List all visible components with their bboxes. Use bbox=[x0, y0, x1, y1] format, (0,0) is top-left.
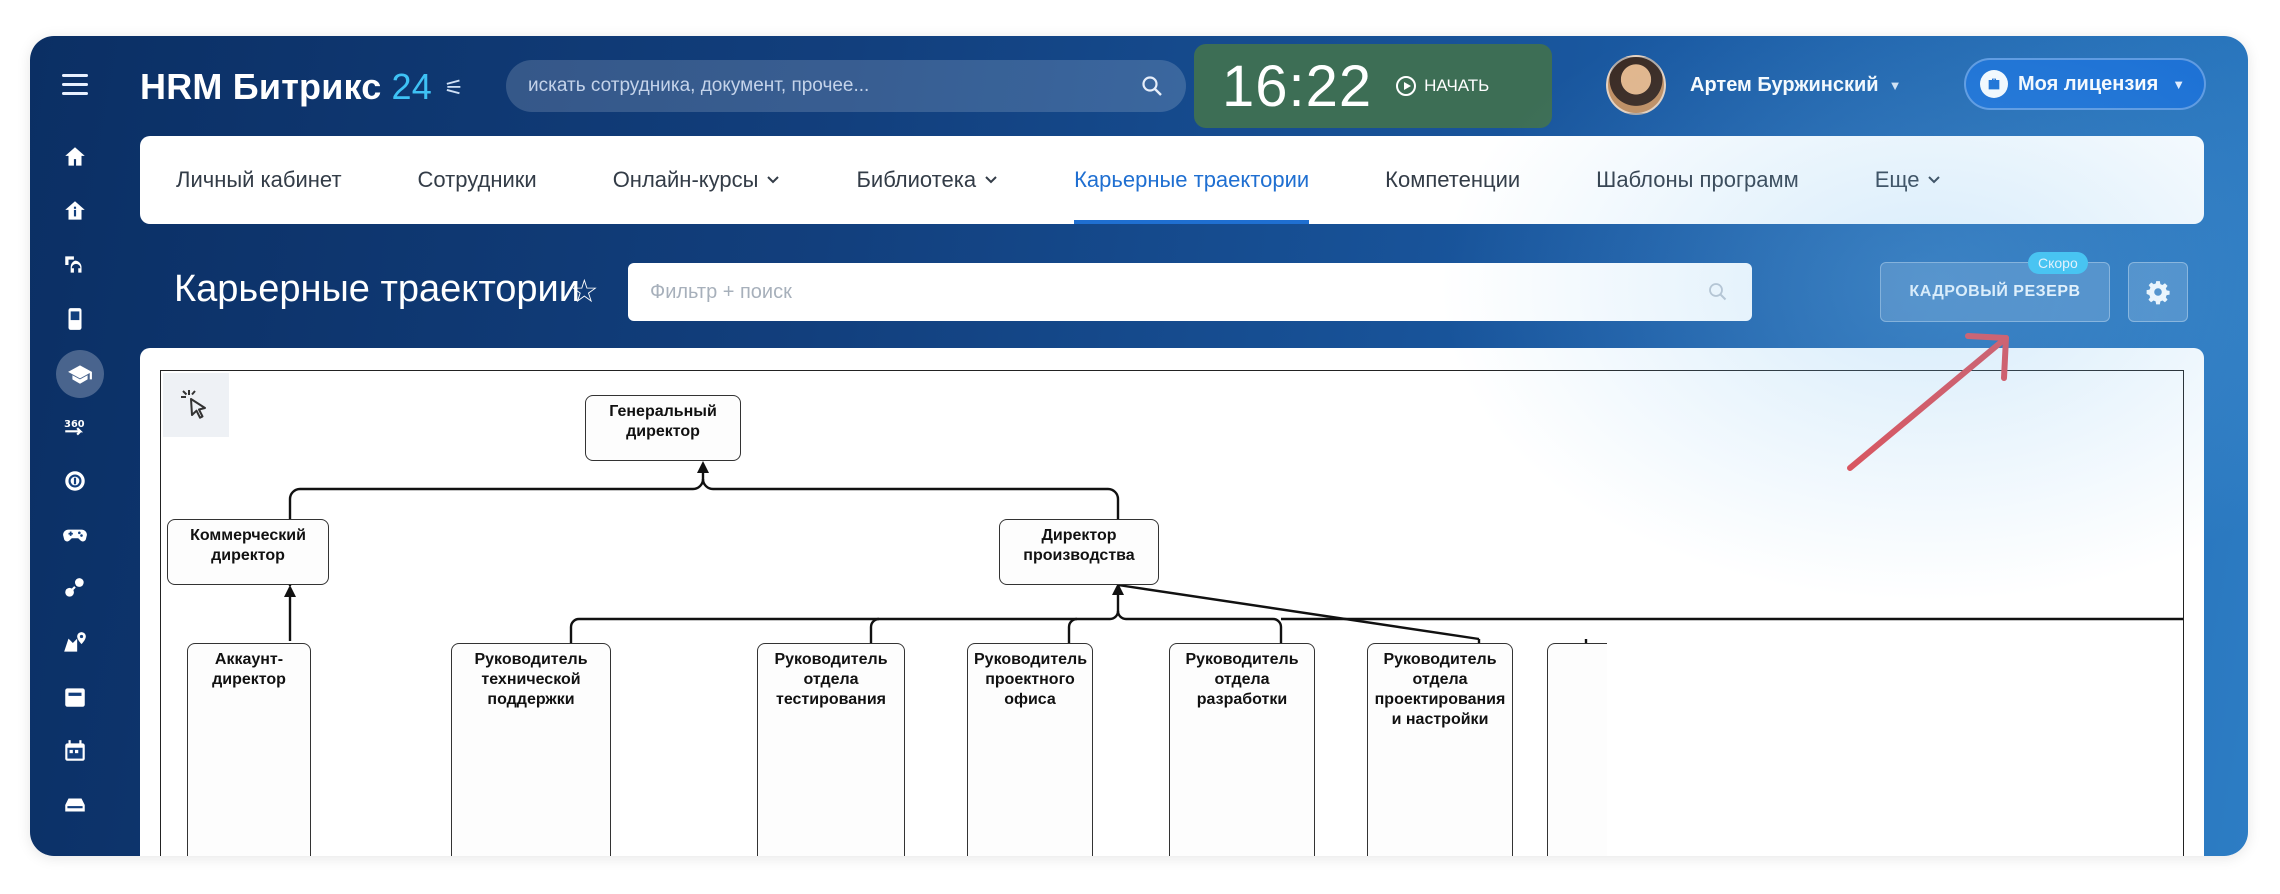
filter-search[interactable]: Фильтр + поиск bbox=[628, 263, 1752, 321]
tune-icon[interactable]: ⚟ bbox=[443, 75, 464, 100]
tab-label: Компетенции bbox=[1385, 167, 1521, 192]
filter-input[interactable]: Фильтр + поиск bbox=[650, 280, 792, 303]
node-label: Руководитель проектного офиса bbox=[974, 651, 1088, 708]
tab-program-templates[interactable]: Шаблоны программ bbox=[1596, 136, 1799, 224]
tab-label: Личный кабинет bbox=[176, 167, 342, 192]
home-icon[interactable] bbox=[58, 140, 92, 174]
tab-library[interactable]: Библиотека bbox=[856, 136, 998, 224]
menu-icon[interactable] bbox=[62, 74, 88, 95]
tab-label: Карьерные траектории bbox=[1074, 167, 1310, 192]
page-title: Карьерные траектории bbox=[174, 268, 581, 310]
search-icon[interactable] bbox=[1706, 280, 1730, 304]
search-icon[interactable] bbox=[1140, 74, 1164, 98]
start-day-label: НАЧАТЬ bbox=[1424, 76, 1490, 95]
info-home-icon[interactable] bbox=[58, 194, 92, 228]
briefcase-icon bbox=[1980, 70, 2008, 98]
calendar-icon[interactable] bbox=[58, 734, 92, 768]
work-day-widget[interactable]: 16:22 НАЧАТЬ bbox=[1194, 44, 1552, 128]
chevron-down-icon: ▼ bbox=[2172, 76, 2186, 92]
node-label: Генеральный директор bbox=[609, 403, 717, 440]
license-button[interactable]: Моя лицензия ▼ bbox=[1964, 58, 2206, 110]
review-360-icon[interactable]: 360 bbox=[58, 410, 92, 444]
org-node-ceo[interactable]: Генеральный директор bbox=[585, 395, 741, 461]
node-label: Руководитель отдела проектирования и нас… bbox=[1374, 651, 1506, 728]
chevron-down-icon bbox=[1928, 176, 1941, 184]
drive-icon[interactable] bbox=[58, 788, 92, 822]
org-node-dev[interactable]: Руководитель отдела разработки bbox=[1169, 643, 1315, 856]
target-icon[interactable] bbox=[58, 464, 92, 498]
chevron-down-icon bbox=[767, 176, 780, 184]
org-node-support[interactable]: Руководитель технической поддержки bbox=[451, 643, 611, 856]
user-menu[interactable]: Артем Буржинский ▼ bbox=[1606, 54, 1901, 116]
tab-label: Онлайн-курсы bbox=[612, 167, 759, 192]
tab-personal-account[interactable]: Личный кабинет bbox=[176, 136, 342, 224]
tab-career-paths[interactable]: Карьерные траектории bbox=[1074, 136, 1310, 224]
calendar-card-icon[interactable] bbox=[58, 680, 92, 714]
connector-lines bbox=[284, 461, 2183, 643]
user-name: Артем Буржинский bbox=[1690, 73, 1879, 96]
tab-label: Сотрудники bbox=[417, 167, 537, 192]
org-node-commercial[interactable]: Коммерческий директор bbox=[167, 519, 329, 585]
node-label: Коммерческий директор bbox=[190, 527, 306, 564]
tab-label: Библиотека bbox=[856, 167, 977, 192]
global-search[interactable]: искать сотрудника, документ, прочее... bbox=[506, 60, 1186, 112]
people-link-icon[interactable] bbox=[58, 572, 92, 606]
gear-icon bbox=[2146, 281, 2170, 305]
tab-label: Еще bbox=[1874, 167, 1920, 192]
phone-icon[interactable] bbox=[58, 302, 92, 336]
org-chart-canvas[interactable]: Генеральный директор Коммерческий директ… bbox=[160, 370, 2184, 856]
org-node-production[interactable]: Директор производства bbox=[999, 519, 1159, 585]
logo-number: 24 bbox=[391, 66, 432, 107]
org-node-pmo[interactable]: Руководитель проектного офиса bbox=[967, 643, 1093, 856]
map-pin-icon[interactable] bbox=[58, 626, 92, 660]
soon-badge: Скоро bbox=[2028, 252, 2088, 274]
clock-time: 16:22 bbox=[1222, 53, 1373, 119]
settings-button[interactable] bbox=[2128, 262, 2188, 322]
gamepad-icon[interactable] bbox=[58, 518, 92, 552]
start-day-button[interactable]: НАЧАТЬ bbox=[1396, 76, 1489, 96]
headset-icon[interactable] bbox=[58, 248, 92, 282]
tab-employees[interactable]: Сотрудники bbox=[418, 136, 537, 224]
graduation-cap-icon[interactable] bbox=[56, 350, 104, 398]
node-label: Руководитель отдела разработки bbox=[1185, 651, 1299, 708]
search-input[interactable]: искать сотрудника, документ, прочее... bbox=[528, 75, 870, 96]
node-label: Аккаунт-директор bbox=[212, 651, 286, 688]
content-card: Генеральный директор Коммерческий директ… bbox=[140, 348, 2204, 856]
cursor-click-icon bbox=[181, 390, 206, 419]
chevron-down-icon: ▼ bbox=[1888, 77, 1902, 93]
tab-label: Шаблоны программ bbox=[1596, 167, 1799, 192]
node-label: Директор производства bbox=[1023, 527, 1135, 564]
node-label: Руководитель отдела тестирования bbox=[774, 651, 888, 708]
pointer-tool[interactable] bbox=[163, 373, 229, 437]
license-label: Моя лицензия bbox=[2018, 72, 2159, 95]
avatar[interactable] bbox=[1606, 55, 1666, 115]
tab-more[interactable]: Еще bbox=[1875, 136, 1942, 224]
tab-online-courses[interactable]: Онлайн-курсы bbox=[613, 136, 781, 224]
left-rail: 360 bbox=[30, 36, 130, 856]
org-node-design[interactable]: Руководитель отдела проектирования и нас… bbox=[1367, 643, 1513, 856]
org-node-qa[interactable]: Руководитель отдела тестирования bbox=[757, 643, 905, 856]
top-nav-tabs: Личный кабинет Сотрудники Онлайн-курсы Б… bbox=[140, 136, 2204, 224]
chevron-down-icon bbox=[985, 176, 997, 184]
org-node-partial[interactable] bbox=[1547, 643, 1607, 856]
org-node-account[interactable]: Аккаунт-директор bbox=[187, 643, 311, 856]
svg-text:360: 360 bbox=[64, 419, 85, 430]
tab-competencies[interactable]: Компетенции bbox=[1385, 136, 1520, 224]
node-label: Руководитель технической поддержки bbox=[474, 651, 588, 708]
logo-text: HRM Битрикс bbox=[140, 66, 382, 107]
play-icon bbox=[1396, 76, 1417, 96]
star-icon[interactable]: ☆ bbox=[570, 273, 599, 309]
